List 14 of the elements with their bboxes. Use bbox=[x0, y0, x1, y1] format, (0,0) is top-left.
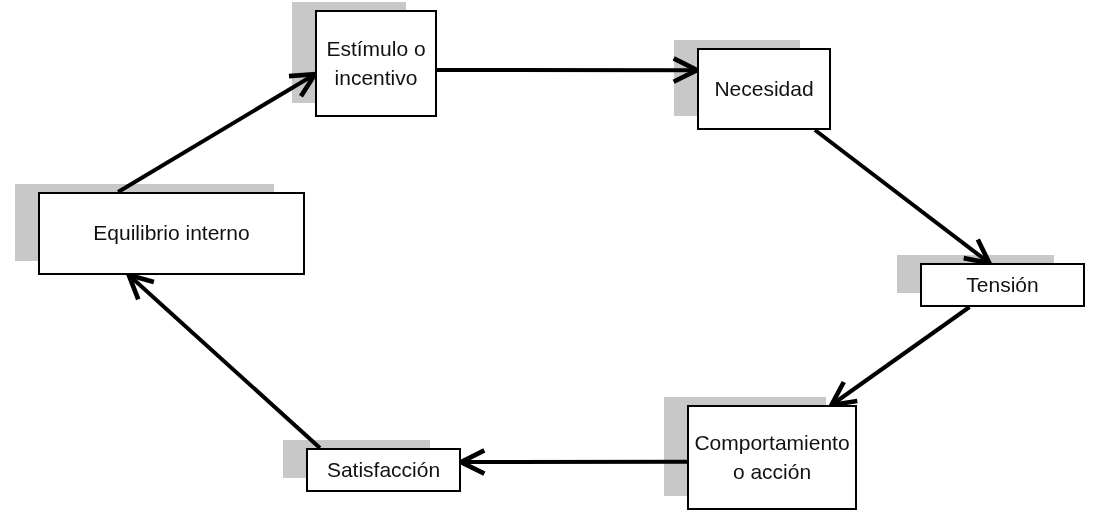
arrow bbox=[813, 128, 992, 266]
box-label: Estímulo o incentivo bbox=[325, 36, 427, 91]
process-box bbox=[687, 405, 857, 510]
box-label: Comportamiento o acción bbox=[693, 430, 851, 485]
box-label: Satisfacción bbox=[325, 456, 442, 483]
process-box bbox=[306, 448, 461, 492]
arrow bbox=[829, 305, 971, 408]
box-label: Equilibrio interno bbox=[92, 220, 251, 247]
box-label: Necesidad bbox=[713, 75, 815, 102]
box-label: Tensión bbox=[965, 271, 1040, 298]
process-box bbox=[920, 263, 1085, 307]
process-box bbox=[38, 192, 305, 275]
process-box bbox=[697, 48, 831, 130]
process-box bbox=[315, 10, 437, 117]
